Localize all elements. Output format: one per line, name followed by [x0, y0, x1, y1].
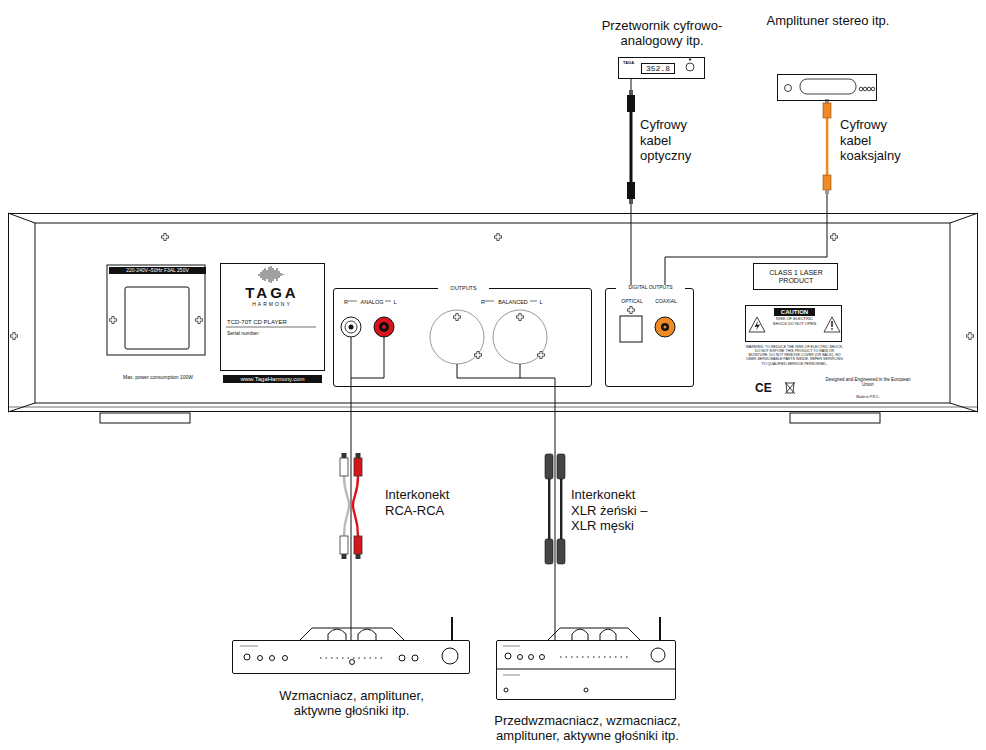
panel-text: TAGA: [221, 284, 323, 301]
panel-text: TAGA: [623, 61, 641, 66]
panel-text: TCD-70T CD PLAYER: [227, 319, 317, 326]
warning-triangles: [749, 317, 840, 332]
panel-text: R: [480, 299, 486, 305]
dac-device: Przetwornik cyfrowo-analogowy itp.TAGA35…: [618, 57, 705, 79]
panel-wires: [351, 337, 555, 387]
cable-label: Interkonekt RCA-RCA: [385, 487, 465, 518]
cable-line: [351, 387, 352, 640]
panel-text: RISK OF ELECTRIC SHOCK DO NOT OPEN: [770, 317, 819, 326]
cable-label: Cyfrowy kabel optyczny: [640, 117, 702, 164]
panel-text: CE: [755, 382, 781, 396]
digital-jacks: [620, 307, 675, 343]
panel-text: www.TagaHarmony.com: [223, 375, 322, 383]
panel-text: L: [392, 299, 398, 305]
panel-text: 352.8: [641, 63, 675, 74]
analog-outputs-group: OUTPUTS R ANALOG L R BALANCED L: [333, 288, 592, 387]
rca-cable: [340, 453, 362, 559]
panel-text: CLASS 1 LASER PRODUCT: [756, 269, 836, 285]
digital-outputs-group: DIGITAL OUTPUTS OPTICALCOAXIAL: [605, 288, 694, 387]
device-caption: Wzmacniacz, amplituner, aktywne głośniki…: [264, 689, 439, 719]
panel-text: OPTICAL: [616, 299, 648, 305]
coaxial-cable: [823, 99, 831, 194]
laser-class-label: CLASS 1 LASER PRODUCT: [753, 263, 838, 290]
caution-label: CAUTIONRISK OF ELECTRIC SHOCK DO NOT OPE…: [745, 305, 842, 342]
preamp-front: [496, 617, 676, 692]
cable-label: Cyfrowy kabel koaksjalny: [840, 117, 912, 164]
receiver-front: [785, 79, 875, 94]
panel-text: Made in P.R.C.: [825, 395, 911, 399]
device-caption: Przedwzmacniacz, wzmacniacz, amplituner,…: [480, 714, 695, 744]
panel-text: Designed and Engineered in the European …: [825, 377, 911, 387]
preamp-device: Przedwzmacniacz, wzmacniacz, amplituner,…: [496, 640, 676, 700]
xlr-cable: [545, 454, 565, 564]
rca-jacks: [341, 317, 394, 337]
device-caption: Przetwornik cyfrowo-analogowy itp.: [582, 19, 742, 49]
panel-text: BALANCED: [495, 299, 531, 305]
panel-text: Max. power consumption 100W: [101, 375, 215, 381]
optical-cable: [627, 90, 635, 204]
cable-label: Interkonekt XLR żeński – XLR męski: [571, 487, 656, 534]
power-inlet: [107, 265, 205, 355]
panel-text: L: [538, 299, 544, 305]
xlr-sockets: [430, 310, 547, 364]
dac-front: [686, 59, 694, 72]
panel-text: 220-240V~50Hz F3AL 250V: [109, 267, 206, 274]
rear-panel: 220-240V~50Hz F3AL 250V Max. power consum…: [8, 213, 978, 412]
panel-feet: [100, 413, 880, 423]
receiver-device: Amplituner stereo itp.: [777, 74, 877, 101]
panel-text: HARMONY: [221, 302, 323, 308]
panel-text: DIGITAL OUTPUTS: [616, 285, 685, 291]
device-caption: Amplituner stereo itp.: [738, 14, 918, 29]
panel-text: OUTPUTS: [438, 285, 489, 291]
device-caption: WARNING: TO REDUCE THE RISK OF ELECTRIC …: [745, 345, 844, 366]
panel-text: R: [343, 299, 349, 305]
panel-bevel: [8, 213, 978, 412]
product-label: TAGAHARMONY TCD-70T CD PLAYER Serial numbe…: [220, 263, 325, 371]
panel-text: ANALOG: [359, 299, 385, 305]
panel-text: CAUTION: [774, 308, 815, 316]
weee-symbol: [785, 382, 795, 394]
panel-text: COAXIAL: [650, 299, 682, 305]
cable-line: [555, 387, 556, 640]
amplifier-device: Wzmacniacz, amplituner, aktywne głośniki…: [232, 640, 470, 674]
panel-text: Serial number:: [227, 331, 317, 337]
